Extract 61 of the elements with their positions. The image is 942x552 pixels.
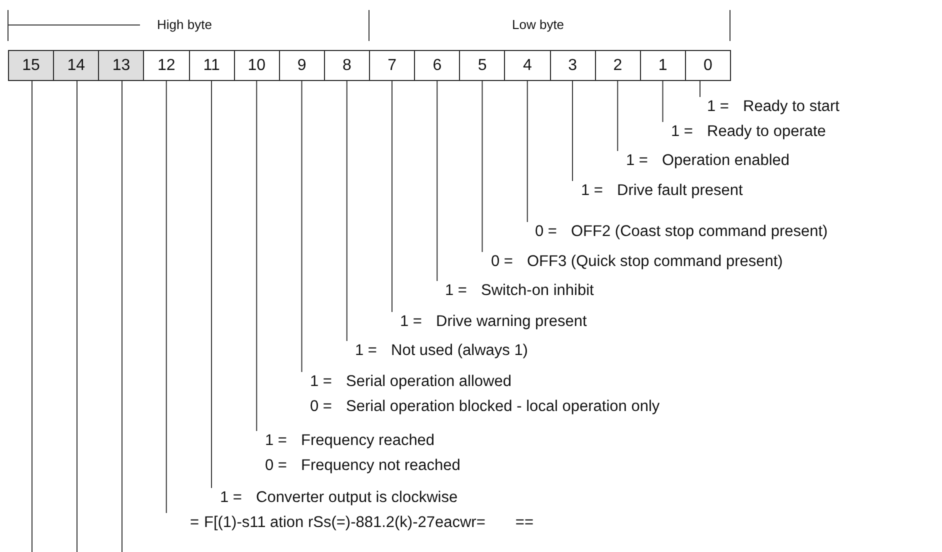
bit-description: OFF2 (Coast stop command present)	[571, 222, 828, 242]
bit-description: Switch-on inhibit	[481, 281, 594, 301]
bit-cell: 14	[53, 50, 100, 81]
bit-cell: 3	[550, 50, 596, 81]
bit-cell: 1	[640, 50, 686, 81]
bit-description: Converter output is clockwise	[256, 488, 458, 508]
bit-cell: 7	[369, 50, 416, 81]
bit-value: 1 =	[626, 151, 649, 171]
leader-line	[346, 80, 348, 342]
leader-line	[211, 80, 212, 488]
leader-line	[301, 80, 302, 372]
bit-value: 0 =	[265, 456, 288, 476]
bit-cell: 4	[504, 50, 550, 81]
bit-description: OFF3 (Quick stop command present)	[527, 252, 783, 272]
bit-cell: 5	[459, 50, 506, 81]
bit-description: F[(1)-s11 ation rSs(=)-881.2(k)-27eacwr=	[204, 513, 486, 533]
leader-line	[76, 80, 78, 552]
bit-cell: 11	[188, 50, 235, 81]
bit-description: Frequency not reached	[301, 456, 460, 476]
bit-cell: 9	[278, 50, 325, 81]
bit-value: 1 =	[707, 97, 730, 117]
bit-cell: 6	[414, 50, 460, 81]
bit-value: 1 =	[400, 312, 423, 332]
bit-value: 1 =	[355, 341, 378, 361]
bit-value: 0 =	[310, 397, 333, 417]
bit-value: 1 =	[310, 372, 333, 392]
bit-description: Serial operation blocked - local operation only	[346, 397, 660, 417]
bit-description: Operation enabled	[662, 151, 790, 171]
leader-line	[662, 80, 664, 122]
bit-cell: 2	[594, 50, 641, 81]
bit-description: Not used (always 1)	[391, 341, 528, 361]
leader-line	[617, 80, 618, 152]
bit-cell: 8	[324, 50, 370, 81]
bit-cell: 13	[98, 50, 144, 81]
bit-description: Drive warning present	[436, 312, 587, 332]
bit-description: Ready to start	[743, 97, 840, 117]
bit-cell: 15	[8, 50, 54, 81]
leader-line	[526, 80, 528, 222]
leader-line	[256, 80, 258, 432]
leader-line	[166, 80, 167, 514]
bit-cell: 0	[684, 50, 731, 81]
bit-description: Ready to operate	[707, 122, 826, 142]
bit-value: 0 =	[491, 252, 514, 272]
bit-value: 1 =	[220, 488, 243, 508]
byte-label: High byte	[157, 17, 212, 32]
bit-value: 1 =	[265, 431, 288, 451]
bit-value: 1 =	[445, 281, 468, 301]
bit-value: 0 =	[535, 222, 558, 242]
leader-line	[482, 80, 483, 252]
bit-description: Serial operation allowed	[346, 372, 512, 392]
leader-line	[572, 80, 573, 182]
bit-cell: 10	[234, 50, 280, 81]
bit-value: 1 =	[671, 122, 694, 142]
bit-value: 1 =	[581, 181, 604, 201]
bit-description: Drive fault present	[617, 181, 743, 201]
bit-description: Frequency reached	[301, 431, 436, 451]
leader-line	[436, 80, 438, 282]
bit-cell: 12	[143, 50, 190, 81]
bit-description: =	[190, 513, 200, 533]
bit-description: ==	[515, 513, 534, 533]
byte-label: Low byte	[512, 17, 564, 32]
